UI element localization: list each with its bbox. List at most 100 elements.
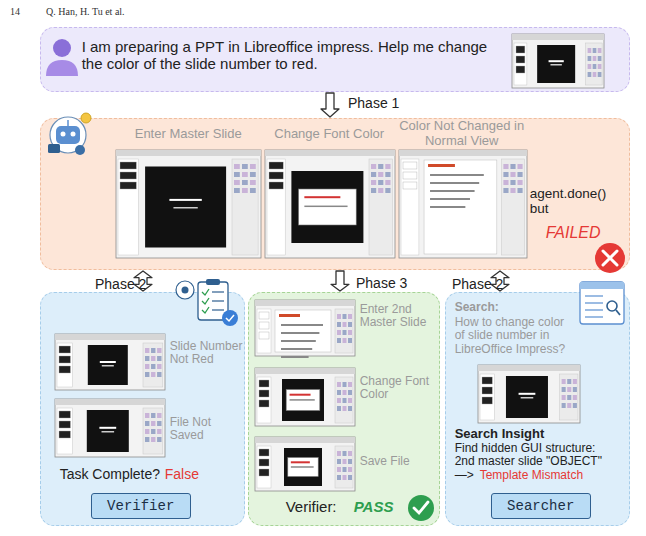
- prompt-box: I am preparing a PPT in Libreoffice impr…: [40, 27, 630, 92]
- layout-icon: [348, 330, 352, 335]
- node-text: Save File: [360, 455, 438, 469]
- browser-bar: [580, 282, 624, 289]
- layout-icon: [503, 180, 508, 185]
- sidebar: [143, 408, 163, 454]
- node-text: Verifier:: [286, 498, 337, 515]
- layout-icon: [157, 437, 161, 442]
- slide-thumb: [403, 172, 417, 179]
- eye-pupil: [182, 287, 189, 294]
- phase-label: Phase 2: [95, 276, 146, 292]
- slide-text: [295, 463, 310, 465]
- dialog-text: [291, 461, 310, 463]
- node-text: False: [165, 466, 199, 482]
- layout-icon: [573, 395, 577, 400]
- slide-text: [295, 396, 312, 398]
- text-line: [430, 198, 470, 200]
- slide-thumb: [59, 411, 70, 418]
- layout-icon: [378, 164, 383, 169]
- layout-icon: [348, 459, 352, 464]
- layout-icon: [385, 164, 390, 169]
- layout-icon: [337, 330, 341, 335]
- layout-icon: [151, 413, 155, 418]
- layout-icon: [234, 172, 240, 177]
- sidebar: [586, 43, 603, 85]
- layout-icon: [567, 387, 571, 392]
- slide-thumb: [269, 172, 283, 179]
- title-bar: [512, 34, 604, 40]
- idea-bulb: [81, 113, 91, 123]
- verifier-icon: [176, 279, 238, 326]
- slide-pane: [257, 446, 271, 488]
- searcher-tag: Searcher: [491, 493, 591, 519]
- dialog-text: [290, 399, 315, 401]
- layout-icon: [343, 390, 347, 395]
- clipboard: [198, 282, 228, 320]
- layout-icon: [343, 330, 347, 335]
- slide-thumb: [482, 377, 492, 384]
- check-item: [202, 307, 209, 313]
- slide-pane: [267, 159, 285, 255]
- layout-icon: [157, 364, 161, 369]
- shield-badge: [222, 310, 238, 326]
- verifier-panel: Slide Number Not RedFile Not SavedTask C…: [40, 292, 245, 526]
- slide-thumb: [259, 459, 269, 466]
- dialog-text: [291, 466, 314, 468]
- title-bar: [55, 334, 165, 340]
- slide-text: [549, 60, 564, 62]
- window-frame: [55, 334, 165, 390]
- layout-icon: [348, 390, 352, 395]
- layout-icon: [588, 72, 592, 77]
- node-text: FAILED: [546, 224, 601, 242]
- node-text: Slide Number Not Red: [170, 340, 245, 368]
- slide-thumb: [403, 162, 417, 169]
- node-text: Template Mismatch: [480, 469, 583, 483]
- list-line: [212, 300, 224, 301]
- slide-text: [313, 200, 342, 202]
- node-text: Verifier: [91, 498, 191, 514]
- dialog-text: [290, 394, 311, 396]
- slide-pane: [514, 43, 527, 85]
- layout-icon: [378, 172, 383, 177]
- verifier-tag: Verifier: [91, 493, 191, 519]
- layout-icon: [343, 459, 347, 464]
- result-line: [585, 316, 603, 317]
- layout-icon: [348, 451, 352, 456]
- slide-thumb: [259, 469, 269, 476]
- layout-icon: [151, 348, 155, 353]
- layout-icon: [151, 429, 155, 434]
- code-badge: [48, 144, 60, 153]
- slide-text: [102, 431, 115, 433]
- layout-icon: [510, 188, 515, 193]
- layout-icon: [343, 382, 347, 387]
- slide-thumb: [259, 312, 269, 319]
- title-bar: [399, 150, 527, 156]
- eye-symbol: [176, 281, 194, 299]
- screenshot: [255, 437, 355, 491]
- layout-icon: [517, 164, 522, 169]
- node-text: Enter Master Slide: [116, 127, 261, 142]
- slide-canvas: [145, 167, 226, 248]
- pass-check: [414, 502, 428, 513]
- window-frame: [512, 34, 604, 88]
- layout-icon: [343, 467, 347, 472]
- dialog-box: [299, 189, 357, 225]
- screenshot: [116, 150, 261, 258]
- user-icon: [46, 39, 78, 76]
- node-text: PASS: [354, 498, 394, 515]
- slide-thumb: [259, 380, 269, 387]
- slide-text: [102, 365, 114, 367]
- slide-text: [100, 361, 116, 363]
- slide-thumb: [120, 162, 136, 169]
- layout-icon: [378, 180, 383, 185]
- slide-text: [297, 400, 310, 402]
- layout-icon: [242, 180, 248, 185]
- layout-icon: [157, 372, 161, 377]
- slide-canvas: [537, 45, 575, 83]
- pass-circle: [408, 495, 434, 521]
- node-text: Search Insight: [455, 427, 545, 442]
- layout-icon: [503, 188, 508, 193]
- layout-icon: [510, 172, 515, 177]
- slide-text: [519, 393, 536, 395]
- layout-icon: [151, 364, 155, 369]
- layout-icon: [567, 395, 571, 400]
